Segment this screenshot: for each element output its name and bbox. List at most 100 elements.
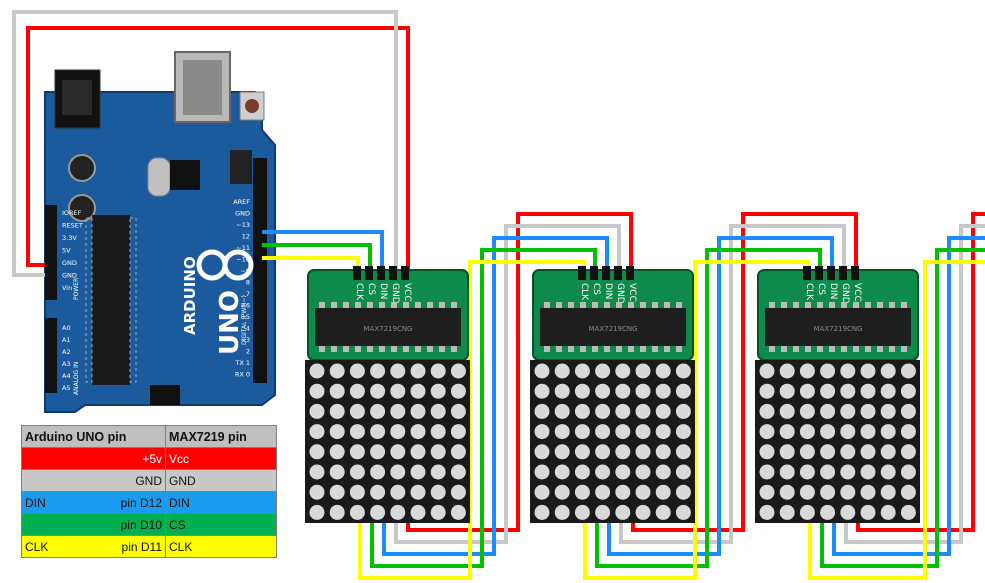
header-pin xyxy=(353,266,361,280)
module-pin-label: CS xyxy=(366,283,376,295)
arduino-pin-label: GND xyxy=(235,210,250,218)
led-dot xyxy=(450,363,466,379)
led-dot xyxy=(759,403,775,419)
led-dot xyxy=(635,403,651,419)
module-pin-label: VCC xyxy=(852,283,862,302)
module-pin-label: CS xyxy=(591,283,601,295)
led-dot xyxy=(554,444,570,460)
led-dot xyxy=(574,363,590,379)
led-dot xyxy=(655,383,671,399)
module-pin-label: GND xyxy=(615,283,625,304)
header-pin xyxy=(614,266,622,280)
led-dot xyxy=(370,504,386,520)
wire-cs-chain xyxy=(595,248,822,568)
header-pin xyxy=(578,266,586,280)
led-dot xyxy=(635,363,651,379)
led-dot xyxy=(880,444,896,460)
led-dot xyxy=(390,444,406,460)
led-dot xyxy=(534,403,550,419)
header-pin xyxy=(602,266,610,280)
led-dot xyxy=(390,363,406,379)
arduino-model: UNO xyxy=(215,290,245,355)
chip-label: MAX7219CNG xyxy=(589,325,638,333)
led-dot xyxy=(779,464,795,480)
module-pin-label: VCC xyxy=(627,283,637,302)
led-dot xyxy=(450,464,466,480)
led-dot xyxy=(349,383,365,399)
led-dot xyxy=(410,504,426,520)
digital-header-text: DIGITAL (PWM~) xyxy=(241,295,248,345)
chip-label: MAX7219CNG xyxy=(814,325,863,333)
led-dot xyxy=(759,444,775,460)
led-dot xyxy=(675,484,691,500)
arduino-pin-label: ~11 xyxy=(236,244,250,252)
led-dot xyxy=(309,464,325,480)
module-pin-label: DIN xyxy=(828,283,838,299)
led-dot xyxy=(349,464,365,480)
arduino-pin-label: ~13 xyxy=(236,221,250,229)
wire-din-chain xyxy=(382,236,609,556)
module-pin-label: GND xyxy=(840,283,850,304)
led-dot xyxy=(390,484,406,500)
led-dot xyxy=(615,424,631,440)
led-dot xyxy=(655,484,671,500)
wire-clk-chain xyxy=(808,260,985,580)
led-dot xyxy=(860,383,876,399)
arduino-pin-label: A5 xyxy=(62,384,71,392)
led-dot xyxy=(410,484,426,500)
arduino-pin-label: A3 xyxy=(62,360,71,368)
header-pin xyxy=(815,266,823,280)
max7219-pin-cell: DIN xyxy=(165,491,277,514)
led-dot xyxy=(430,363,446,379)
led-dot xyxy=(820,403,836,419)
led-dot xyxy=(880,464,896,480)
led-dot xyxy=(574,504,590,520)
led-dot xyxy=(615,464,631,480)
header-pin xyxy=(365,266,373,280)
led-dot xyxy=(779,403,795,419)
led-dot xyxy=(799,403,815,419)
led-matrix xyxy=(305,360,470,523)
led-dot xyxy=(820,464,836,480)
led-dot xyxy=(655,444,671,460)
module-pin-label: CLK xyxy=(354,283,364,301)
led-dot xyxy=(655,504,671,520)
led-dot xyxy=(410,444,426,460)
led-dot xyxy=(880,504,896,520)
led-dot xyxy=(349,403,365,419)
led-dot xyxy=(534,444,550,460)
table-header-row: Arduino UNO pin MAX7219 pin xyxy=(21,425,277,448)
arduino-pin-label: GND xyxy=(62,272,77,280)
led-dot xyxy=(900,504,916,520)
led-dot xyxy=(880,363,896,379)
max7219-pin-cell: GND xyxy=(165,469,277,492)
wire-vcc xyxy=(26,26,410,272)
led-dot xyxy=(799,444,815,460)
led-dot xyxy=(450,403,466,419)
led-dot xyxy=(554,484,570,500)
infinity-logo-icon xyxy=(196,249,254,281)
led-dot xyxy=(574,424,590,440)
led-dot xyxy=(900,363,916,379)
led-dot xyxy=(430,383,446,399)
led-dot xyxy=(820,444,836,460)
led-dot xyxy=(635,444,651,460)
led-dot xyxy=(534,363,550,379)
arduino-pin-label: RX 0 xyxy=(235,371,250,379)
arduino-pin-label: 8 xyxy=(246,279,250,287)
led-dot xyxy=(574,383,590,399)
led-dot xyxy=(430,484,446,500)
led-dot xyxy=(635,484,651,500)
led-dot xyxy=(574,484,590,500)
wire-cs-chain xyxy=(370,248,597,568)
led-dot xyxy=(534,464,550,480)
arduino-pin-value: pin D12 xyxy=(120,495,162,510)
led-dot xyxy=(430,464,446,480)
led-dot xyxy=(799,383,815,399)
led-dot xyxy=(900,444,916,460)
wires xyxy=(12,10,985,580)
